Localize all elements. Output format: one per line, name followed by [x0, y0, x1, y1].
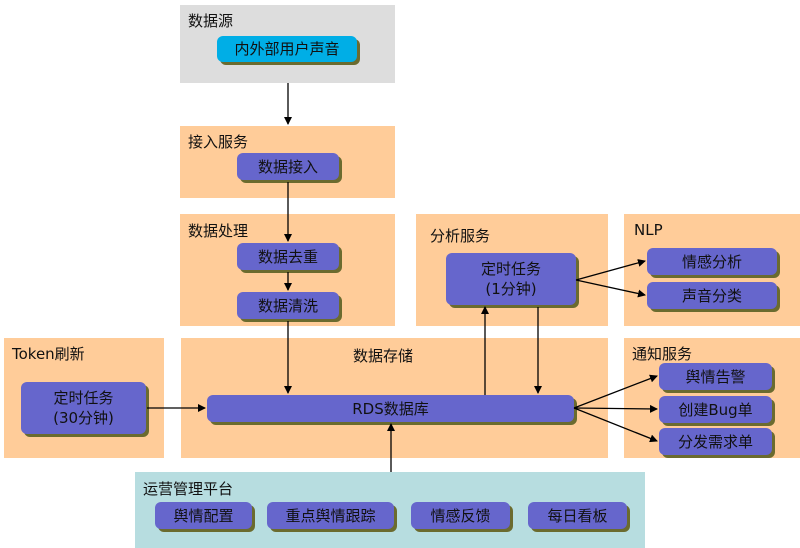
- node-label: 定时任务: [480, 260, 541, 278]
- node-sublabel: (1分钟): [485, 280, 537, 298]
- panel-title: 接入服务: [188, 133, 249, 151]
- node-token-timer[interactable]: 定时任务 (30分钟): [21, 382, 146, 434]
- panel-title: 数据源: [188, 12, 234, 30]
- panel-title: 分析服务: [430, 227, 491, 245]
- panel-title: 运营管理平台: [143, 480, 234, 498]
- node-sentiment-alert[interactable]: 舆情告警: [659, 363, 772, 390]
- panel-title: Token刷新: [12, 345, 85, 363]
- panel-title: 数据存储: [353, 347, 414, 365]
- node-clean[interactable]: 数据清洗: [237, 292, 339, 319]
- node-dedup[interactable]: 数据去重: [237, 243, 339, 270]
- node-create-bug[interactable]: 创建Bug单: [659, 396, 772, 423]
- node-sentiment-analysis[interactable]: 情感分析: [647, 248, 777, 275]
- node-sentiment-config[interactable]: 舆情配置: [155, 502, 252, 529]
- node-daily-dashboard[interactable]: 每日看板: [528, 502, 627, 529]
- node-sentiment-feedback[interactable]: 情感反馈: [411, 502, 510, 529]
- panel-title: 数据处理: [188, 222, 249, 240]
- node-rds-database[interactable]: RDS数据库: [207, 395, 574, 422]
- node-label: 定时任务: [53, 389, 114, 407]
- node-voice-classification[interactable]: 声音分类: [647, 282, 777, 309]
- node-dispatch-request[interactable]: 分发需求单: [659, 428, 772, 455]
- panel-title: NLP: [634, 221, 663, 239]
- node-user-voice[interactable]: 内外部用户声音: [217, 36, 357, 62]
- node-sublabel: (30分钟): [53, 409, 114, 427]
- node-analysis-timer[interactable]: 定时任务 (1分钟): [446, 253, 576, 305]
- node-key-sentiment-tracking[interactable]: 重点舆情跟踪: [267, 502, 394, 529]
- panel-title: 通知服务: [632, 345, 693, 363]
- node-data-ingest[interactable]: 数据接入: [237, 153, 339, 180]
